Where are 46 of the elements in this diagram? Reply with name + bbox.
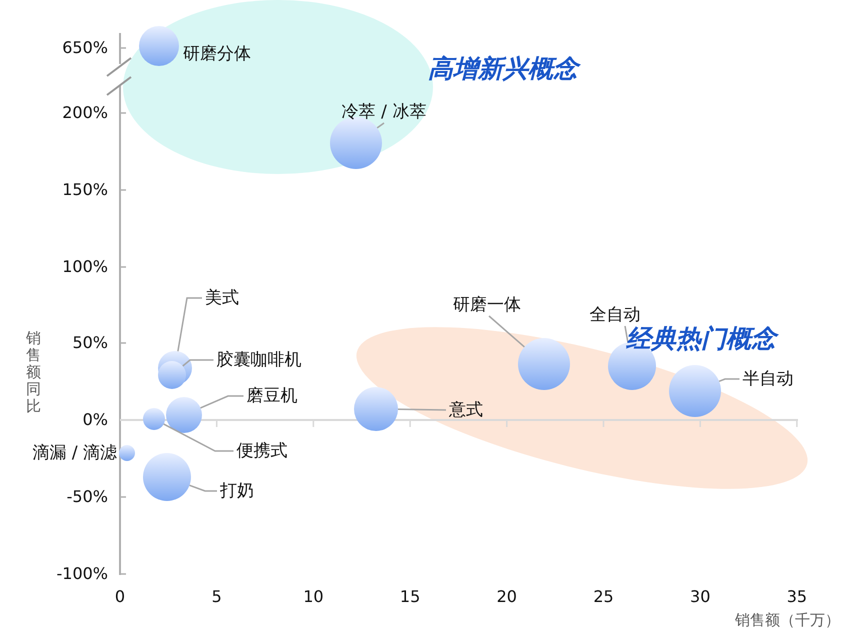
leader-line [200, 395, 244, 409]
tick-label: 0% [82, 411, 108, 429]
axis-title: 销售额（千万） [735, 611, 840, 629]
tick-label: 20 [496, 588, 517, 606]
leader-line [718, 378, 740, 382]
bubble [354, 387, 398, 431]
leader-line [398, 408, 446, 411]
tick-label: 100% [62, 258, 108, 276]
category-label: 半自动 [742, 369, 794, 389]
category-label: 磨豆机 [246, 386, 298, 406]
bubble-label: 研磨分体 [183, 44, 251, 64]
tick-label: 0 [114, 588, 126, 606]
category-label: 研磨一体 [453, 295, 521, 315]
tick-label: 150% [62, 181, 108, 199]
tick-label: -50% [66, 488, 108, 506]
category-label: 意式 [449, 400, 483, 420]
tick-label: 35 [786, 588, 808, 606]
category-label: 冷萃 / 冰萃 [342, 102, 426, 122]
category-label: 全自动 [590, 305, 640, 325]
bubble [143, 453, 191, 501]
leader-line [163, 423, 234, 452]
bubble [143, 408, 165, 430]
bubble-label: 滴漏 / 滴滤 [32, 443, 117, 463]
tick-label: 5 [212, 588, 222, 606]
tick-label: 50% [72, 334, 108, 352]
bubble [166, 397, 202, 433]
leader-line [177, 297, 202, 352]
leader-line [182, 359, 214, 367]
tick-label: 15 [400, 588, 420, 606]
leader-line [376, 122, 384, 128]
axis-title: 销售额同比 [26, 330, 42, 415]
bubble [158, 361, 186, 389]
category-label: 打奶 [220, 481, 254, 501]
tick-label: 200% [62, 104, 108, 122]
tick-label: 650% [62, 39, 108, 57]
bubble [119, 445, 135, 461]
leader-line [189, 484, 217, 492]
leader-line [488, 315, 525, 348]
tick-label: 30 [690, 588, 710, 606]
category-label: 美式 [205, 288, 239, 308]
leader-line [624, 326, 629, 343]
tick-label: -100% [56, 565, 108, 583]
category-label: 便携式 [236, 441, 288, 461]
tick-label: 25 [593, 588, 614, 606]
tick-label: 10 [303, 588, 324, 606]
category-label: 胶囊咖啡机 [216, 350, 302, 370]
